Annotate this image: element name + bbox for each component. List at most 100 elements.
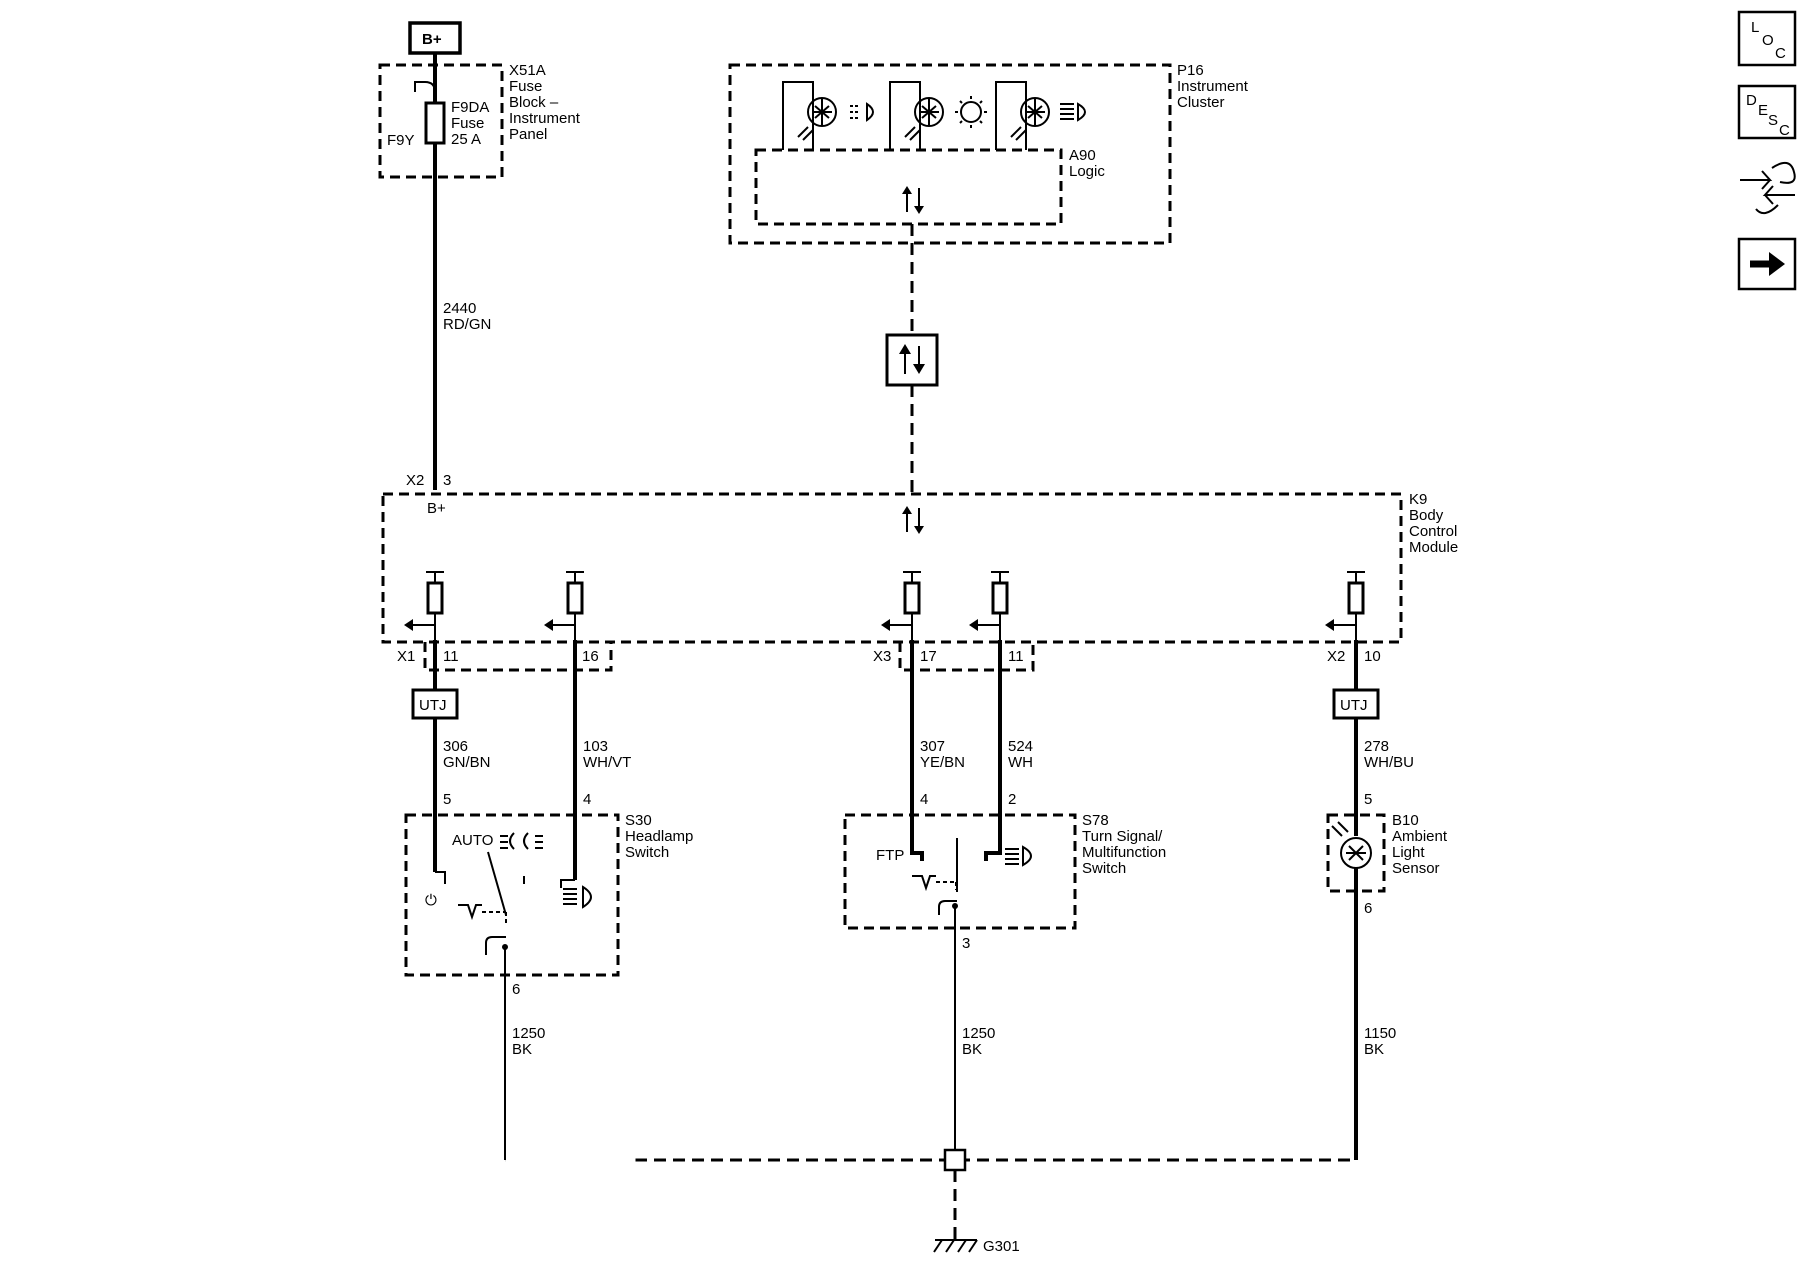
svg-text:5: 5	[443, 791, 451, 808]
x1-connector-outline	[423, 642, 613, 672]
bcm-outline	[381, 492, 1403, 644]
bcm-input-ftp	[881, 571, 921, 640]
fuse-word: Fuse	[451, 115, 484, 132]
svg-text:UTJ: UTJ	[1340, 697, 1368, 714]
park-lamp-icon	[500, 832, 543, 850]
feed-connector: X2	[406, 472, 424, 489]
high-beam-indicator-icon	[995, 81, 1086, 150]
wire-307	[910, 640, 924, 861]
wire-103-circuit: 103	[583, 738, 608, 755]
headlamp-switch-label: S30 Headlamp Switch	[625, 812, 693, 861]
svg-text:Cluster: Cluster	[1177, 94, 1225, 111]
headlamp-switch-contact	[487, 851, 507, 916]
svg-text:Headlamp: Headlamp	[625, 828, 693, 845]
svg-text:Sensor: Sensor	[1392, 860, 1440, 877]
svg-text:17: 17	[920, 648, 937, 665]
svg-text:E: E	[1758, 102, 1768, 119]
svg-text:4: 4	[920, 791, 928, 808]
next-arrow-button[interactable]	[1737, 237, 1797, 291]
svg-text:Control: Control	[1409, 523, 1457, 540]
svg-text:B10: B10	[1392, 812, 1419, 829]
logic-outline	[754, 148, 1063, 226]
ftp-label: FTP	[876, 847, 904, 864]
ground-splice	[943, 1148, 967, 1172]
wire-524-color: WH	[1008, 754, 1033, 771]
bcm-input-high-beam	[969, 571, 1009, 640]
bcm-data-arrows-icon	[902, 506, 924, 534]
ground-1150-circuit: 1150	[1364, 1025, 1396, 1042]
low-beam-indicator-icon	[782, 81, 874, 150]
svg-text:Light: Light	[1392, 844, 1425, 861]
connector-tools-icon[interactable]	[1740, 161, 1796, 215]
svg-text:4: 4	[583, 791, 591, 808]
svg-text:Instrument: Instrument	[1177, 78, 1249, 95]
svg-text:X51A: X51A	[509, 62, 546, 79]
svg-text:S30: S30	[625, 812, 652, 829]
ground-bus	[503, 1100, 1358, 1162]
instrument-cluster-outline	[728, 63, 1172, 245]
fuse-icon	[424, 101, 446, 145]
feed-circuit: 2440	[443, 300, 476, 317]
wire-278-circuit: 278	[1364, 738, 1389, 755]
instrument-cluster-label: P16 Instrument Cluster	[1177, 62, 1249, 111]
svg-text:2: 2	[1008, 791, 1016, 808]
wire-306-color: GN/BN	[443, 754, 491, 771]
svg-text:C: C	[1779, 122, 1790, 139]
bcm-label: K9 Body Control Module	[1409, 491, 1458, 556]
park-lamp-indicator-icon	[889, 81, 987, 150]
wire-278-color: WH/BU	[1364, 754, 1414, 771]
ground-icon	[933, 1239, 978, 1253]
svg-text:UTJ: UTJ	[419, 697, 447, 714]
light-sensor-icon	[1331, 821, 1372, 869]
arrow-right-icon	[1769, 252, 1785, 276]
svg-text:C: C	[1775, 45, 1786, 62]
data-arrows-icon	[902, 186, 924, 214]
wire-306-circuit: 306	[443, 738, 468, 755]
svg-text:10: 10	[1364, 648, 1381, 665]
svg-text:K9: K9	[1409, 491, 1427, 508]
bcm-input-ambient	[1325, 571, 1365, 640]
wire-524-circuit: 524	[1008, 738, 1033, 755]
svg-text:16: 16	[582, 648, 599, 665]
loc-button[interactable]: L O C	[1737, 10, 1797, 67]
wire-307-color: YE/BN	[920, 754, 965, 771]
logic-name: Logic	[1069, 163, 1105, 180]
svg-text:Instrument: Instrument	[509, 110, 581, 127]
bcm-power-pin: B+	[427, 500, 446, 517]
turn-switch-outline	[843, 813, 1077, 930]
ground-1250-a-circuit: 1250	[512, 1025, 545, 1042]
logic-ref: A90	[1069, 147, 1096, 164]
svg-text:L: L	[1751, 19, 1759, 36]
feed-color: RD/GN	[443, 316, 491, 333]
svg-text:11: 11	[1008, 648, 1024, 665]
x2-connector-ambient: X2	[1327, 648, 1345, 665]
svg-text:D: D	[1746, 92, 1757, 109]
utj-splice-right: UTJ	[1332, 688, 1380, 720]
bcm-input-headlamp	[544, 571, 584, 640]
ground-1250-b-color: BK	[962, 1041, 982, 1058]
bcm-input-auto	[404, 571, 444, 640]
headlamp-icon	[563, 885, 592, 909]
auto-label: AUTO	[452, 832, 493, 849]
fuse-block-label: X51A Fuse Block – Instrument Panel	[509, 62, 581, 143]
svg-text:Module: Module	[1409, 539, 1458, 556]
svg-text:Multifunction: Multifunction	[1082, 844, 1166, 861]
switch-actuator-icon	[458, 904, 482, 921]
fuse-block-outline	[378, 63, 504, 179]
svg-text:Block –: Block –	[509, 94, 559, 111]
svg-text:S: S	[1768, 112, 1778, 129]
svg-text:B+: B+	[422, 31, 442, 48]
x1-connector: X1	[397, 648, 415, 665]
svg-text:6: 6	[512, 981, 520, 998]
wire-524	[984, 640, 1002, 861]
power-off-icon: ⏻	[425, 892, 437, 909]
svg-text:11: 11	[443, 648, 459, 665]
wire-307-circuit: 307	[920, 738, 945, 755]
desc-button[interactable]: D E S C	[1737, 84, 1797, 140]
svg-text:6: 6	[1364, 900, 1372, 917]
wire-103-color: WH/VT	[583, 754, 631, 771]
headlamp-switch-outline	[404, 813, 620, 977]
svg-text:3: 3	[962, 935, 970, 952]
feed-pin: 3	[443, 472, 451, 489]
